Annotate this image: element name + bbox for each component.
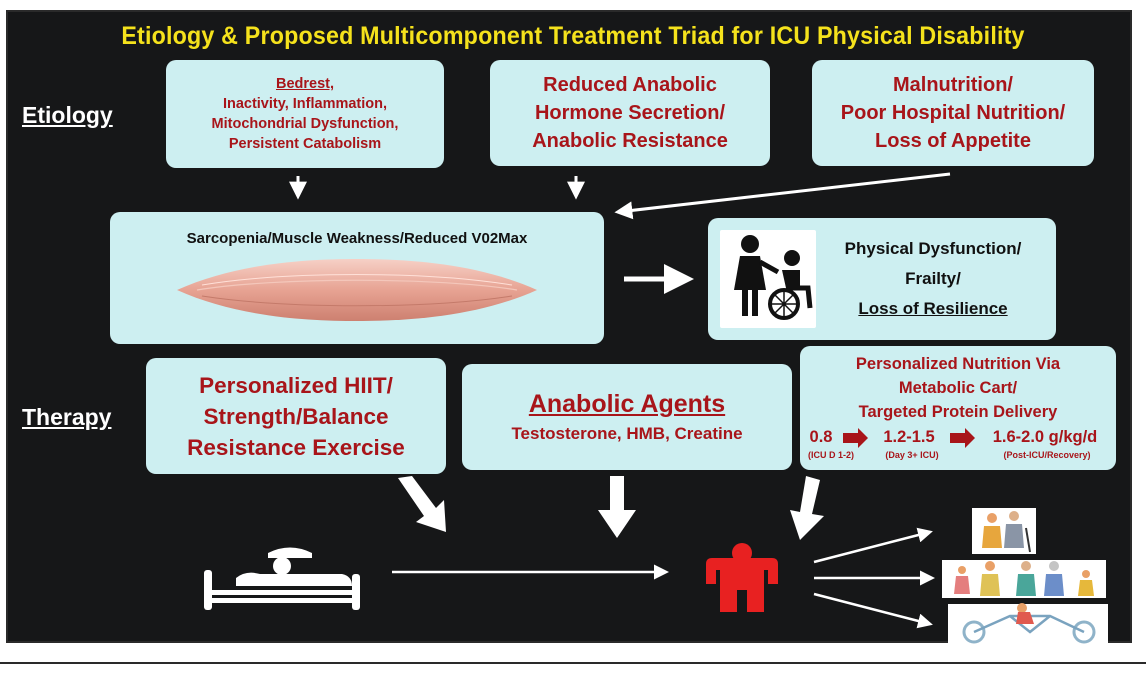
protein-step-1: 0.8 bbox=[802, 428, 840, 447]
exercise-line: Resistance Exercise bbox=[187, 434, 405, 460]
person-icon bbox=[706, 543, 778, 612]
protein-step-3-note: (Post-ICU/Recovery) bbox=[1003, 450, 1091, 460]
etiology-box3-line: Malnutrition/ bbox=[893, 74, 1013, 96]
sarcopenia-label: Sarcopenia/Muscle Weakness/Reduced V02Ma… bbox=[186, 230, 528, 247]
etiology-box2-line: Hormone Secretion/ bbox=[534, 102, 726, 124]
hospital-bed-patient-icon bbox=[204, 547, 360, 610]
etiology-box3-line: Poor Hospital Nutrition/ bbox=[840, 102, 1066, 124]
anabolic-sub: Testosterone, HMB, Creatine bbox=[511, 424, 743, 443]
physical-dysfunction-text: Physical Dysfunction/ Frailty/ Loss of R… bbox=[818, 234, 1048, 324]
dysfunction-underlined: Loss of Resilience bbox=[858, 299, 1008, 318]
protein-arrow-2 bbox=[950, 428, 975, 448]
protein-step-2: 1.2-1.5 bbox=[883, 428, 935, 446]
exercise-line: Personalized HIIT/ bbox=[199, 372, 393, 398]
dysfunction-line: Physical Dysfunction/ bbox=[844, 239, 1022, 258]
etiology-box2-line: Reduced Anabolic bbox=[543, 74, 717, 96]
protein-step-2-note: (Day 3+ ICU) bbox=[885, 450, 939, 460]
exercise-line: Strength/Balance bbox=[203, 403, 389, 429]
sarcopenia-box: Sarcopenia/Muscle Weakness/Reduced V02Ma… bbox=[110, 212, 604, 344]
arrow-nutrition-down bbox=[790, 476, 824, 540]
bottom-rule bbox=[0, 662, 1146, 664]
etiology-label: Etiology bbox=[22, 102, 113, 128]
etiology-box1-line: Persistent Catabolism bbox=[228, 136, 382, 152]
arrow-exercise-down bbox=[398, 476, 446, 532]
caregiver-wheelchair-icon bbox=[720, 230, 816, 328]
etiology-box3-line: Loss of Appetite bbox=[875, 130, 1031, 152]
etiology-box1-line: Mitochondrial Dysfunction, bbox=[211, 116, 399, 132]
protein-step-3: 1.6-2.0 g/kg/d bbox=[992, 428, 1098, 446]
arrow-malnutrition-diag bbox=[614, 172, 951, 220]
family-walking-icon bbox=[942, 560, 1106, 598]
arrow-to-outcome-3 bbox=[813, 592, 933, 629]
therapy-label: Therapy bbox=[22, 404, 112, 430]
muscle-fiber-icon bbox=[177, 259, 537, 321]
etiology-box-malnutrition: Malnutrition/ Poor Hospital Nutrition/ L… bbox=[812, 60, 1094, 166]
anabolic-heading: Anabolic Agents bbox=[528, 390, 726, 418]
protein-arrow-1 bbox=[843, 428, 868, 448]
bedrest-heading: Bedrest, bbox=[275, 76, 335, 92]
therapy-box-exercise: Personalized HIIT/ Strength/Balance Resi… bbox=[146, 358, 446, 474]
nutrition-line: Targeted Protein Delivery bbox=[858, 403, 1058, 421]
etiology-box-bedrest: Bedrest, Inactivity, Inflammation, Mitoc… bbox=[166, 60, 444, 168]
arrow-anabolic-down bbox=[598, 476, 636, 538]
protein-step-1-note: (ICU D 1-2) bbox=[807, 450, 854, 460]
elderly-couple-icon bbox=[972, 508, 1036, 554]
therapy-box-anabolic-agents: Anabolic Agents Testosterone, HMB, Creat… bbox=[462, 364, 792, 470]
arrow-to-outcome-1 bbox=[813, 527, 933, 564]
protein-step-value: 0.8 bbox=[809, 428, 833, 446]
diagram-title: Etiology & Proposed Multicomponent Treat… bbox=[121, 22, 1025, 50]
nutrition-line: Metabolic Cart/ bbox=[898, 379, 1018, 397]
etiology-box1-line: Inactivity, Inflammation, bbox=[222, 96, 388, 112]
etiology-box-anabolic-hormone: Reduced Anabolic Hormone Secretion/ Anab… bbox=[490, 60, 770, 166]
cyclist-icon bbox=[948, 603, 1108, 644]
dysfunction-line: Frailty/ bbox=[905, 269, 961, 288]
etiology-box2-line: Anabolic Resistance bbox=[532, 130, 728, 152]
therapy-box-nutrition: Personalized Nutrition Via Metabolic Car… bbox=[800, 346, 1116, 470]
nutrition-line: Personalized Nutrition Via bbox=[855, 355, 1061, 373]
